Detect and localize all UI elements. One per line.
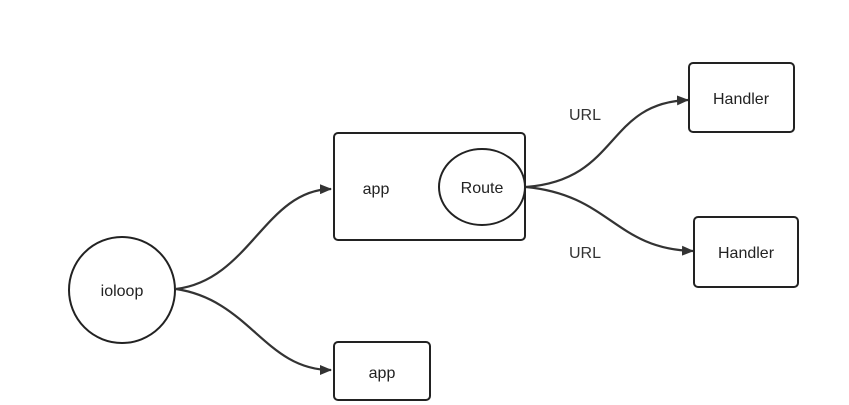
app-bottom-node: app [333,341,431,401]
handler-bottom-node: Handler [693,216,799,288]
url-label-bottom: URL [569,245,601,262]
edge-ioloop-to-app-bottom [175,287,332,375]
ioloop-label: ioloop [101,283,144,300]
app-top-label: app [363,181,390,198]
app-bottom-label: app [369,365,396,382]
url-label-top: URL [569,107,601,124]
route-node: Route [438,148,526,226]
handler-bottom-label: Handler [718,245,775,262]
edge-route-to-handler-top [525,95,689,189]
handler-top-node: Handler [688,62,795,133]
ioloop-node: ioloop [68,236,176,344]
route-label: Route [461,180,504,197]
edge-ioloop-to-app-top [175,184,332,291]
handler-top-label: Handler [713,91,770,108]
edge-route-to-handler-bottom [525,185,694,256]
